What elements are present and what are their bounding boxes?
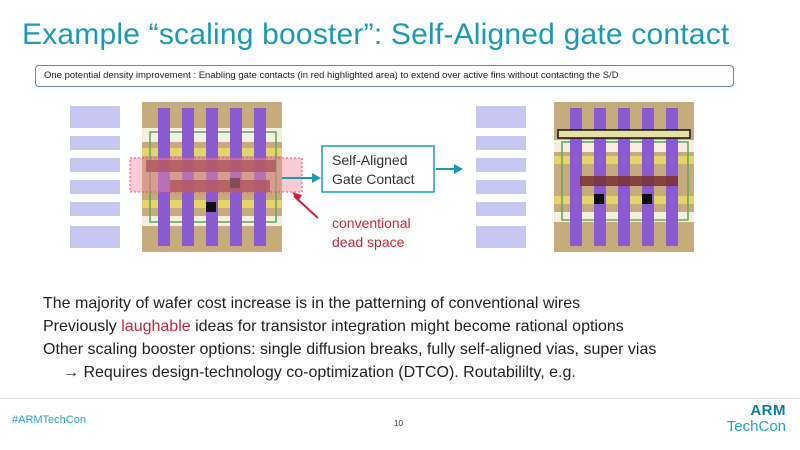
callout-text-2: Gate Contact — [332, 171, 415, 187]
left-layout-cell — [129, 102, 303, 252]
arm-techcon-logo: ARM TechCon — [727, 403, 786, 435]
footer-divider — [0, 398, 800, 399]
bullet-2-highlight: laughable — [121, 318, 191, 335]
bullet-2-pre: Previously — [43, 318, 122, 335]
bullet-2: Previously laughable ideas for transisto… — [43, 315, 656, 338]
page-number: 10 — [394, 419, 403, 428]
logo-techcon: TechCon — [726, 418, 786, 435]
dead-space-label-2: dead space — [332, 234, 405, 250]
callout-box — [321, 145, 435, 193]
subtitle-box: One potential density improvement : Enab… — [35, 65, 734, 87]
bullet-list: The majority of wafer cost increase is i… — [43, 292, 656, 384]
bullet-1: The majority of wafer cost increase is i… — [43, 295, 581, 312]
arrow-head-callout — [312, 173, 321, 183]
bullet-2-post: ideas for transistor integration might b… — [190, 318, 624, 335]
footer-hashtag: #ARMTechCon — [12, 414, 86, 426]
dead-space-label-1: conventional — [332, 215, 411, 231]
bullet-4: → Requires design-technology co-optimiza… — [63, 364, 576, 381]
right-cell-blocks — [476, 106, 526, 248]
gate-contact-diagram: Self-Aligned Gate Contact conventional d… — [60, 100, 740, 260]
slide-title: Example “scaling booster”: Self-Aligned … — [22, 18, 730, 51]
dead-space-arrow-head — [292, 192, 302, 202]
diagram-svg: Self-Aligned Gate Contact conventional d… — [70, 102, 694, 252]
bullet-3: Other scaling booster options: single di… — [43, 341, 657, 358]
callout-text-1: Self-Aligned — [332, 152, 408, 168]
left-cell-blocks — [70, 106, 120, 248]
arrow-head-right — [454, 164, 463, 174]
logo-arm: ARM — [750, 402, 786, 419]
right-layout-cell — [554, 102, 694, 252]
